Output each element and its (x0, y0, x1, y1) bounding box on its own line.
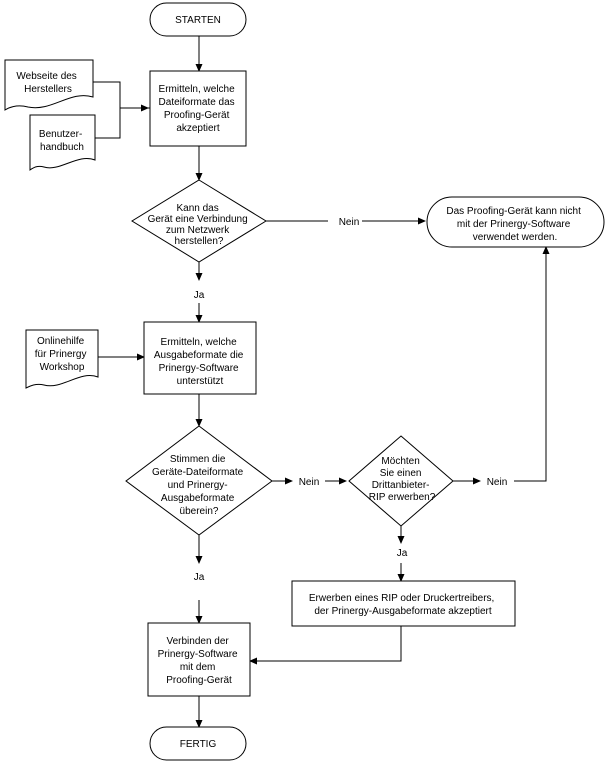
connect-step (147, 622, 251, 697)
labels: STARTEN FERTIG Das Proofing-Gerät kann n… (16, 15, 583, 750)
online-help-document (25, 329, 99, 389)
online-help-label: Onlinehilfe für Prinergy Workshop (35, 336, 89, 373)
edge-label-rip-yes: Ja (397, 548, 408, 559)
determine-file-formats-label: Ermitteln, welche Dateiformate das Proof… (159, 84, 238, 134)
determine-file-formats-step (149, 70, 247, 147)
network-decision-label: Kann das Gerät eine Verbindung zum Netzw… (148, 203, 251, 247)
formats-match-decision-label: Stimmen die Geräte-Dateiformate und Prin… (152, 454, 246, 517)
manufacturer-website-label: Webseite des Herstellers (16, 71, 79, 95)
manufacturer-website-document (4, 59, 94, 111)
edge-manual-to-file-formats (92, 104, 149, 139)
acquire-rip-step (291, 580, 516, 627)
edge-label-network-no: Nein (339, 217, 360, 228)
edge-label-formats-no: Nein (299, 477, 320, 488)
not-usable-terminal (426, 196, 605, 248)
end-terminal (149, 726, 247, 761)
connect-label: Verbinden der Prinergy-Software mit dem … (158, 636, 241, 686)
start-label: STARTEN (175, 15, 221, 26)
formats-match-decision (125, 425, 273, 536)
determine-output-formats-step (143, 321, 257, 395)
acquire-rip-label: Erwerben eines RIP oder Druckertreibers,… (309, 593, 497, 617)
edge-label-formats-yes: Ja (194, 572, 205, 583)
edge-rip-no-b (514, 246, 550, 482)
network-decision (131, 179, 267, 263)
edge-website-to-file-formats (92, 81, 150, 109)
start-terminal (149, 2, 247, 37)
buy-rip-decision-label: Möchten Sie einen Drittanbieter- RIP erw… (369, 456, 436, 503)
user-manual-document (29, 114, 96, 171)
connectors (92, 36, 550, 728)
edge-rip-to-connect (249, 626, 402, 665)
determine-output-formats-label: Ermitteln, welche Ausgabeformate die Pri… (154, 337, 246, 387)
user-manual-label: Benutzer- handbuch (39, 129, 85, 153)
buy-rip-decision (348, 435, 454, 527)
not-usable-label: Das Proofing-Gerät kann nicht mit der Pr… (446, 206, 583, 243)
shapes (4, 2, 605, 761)
end-label: FERTIG (180, 739, 217, 750)
edge-label-network-yes: Ja (194, 290, 205, 301)
edge-label-rip-no: Nein (487, 477, 508, 488)
